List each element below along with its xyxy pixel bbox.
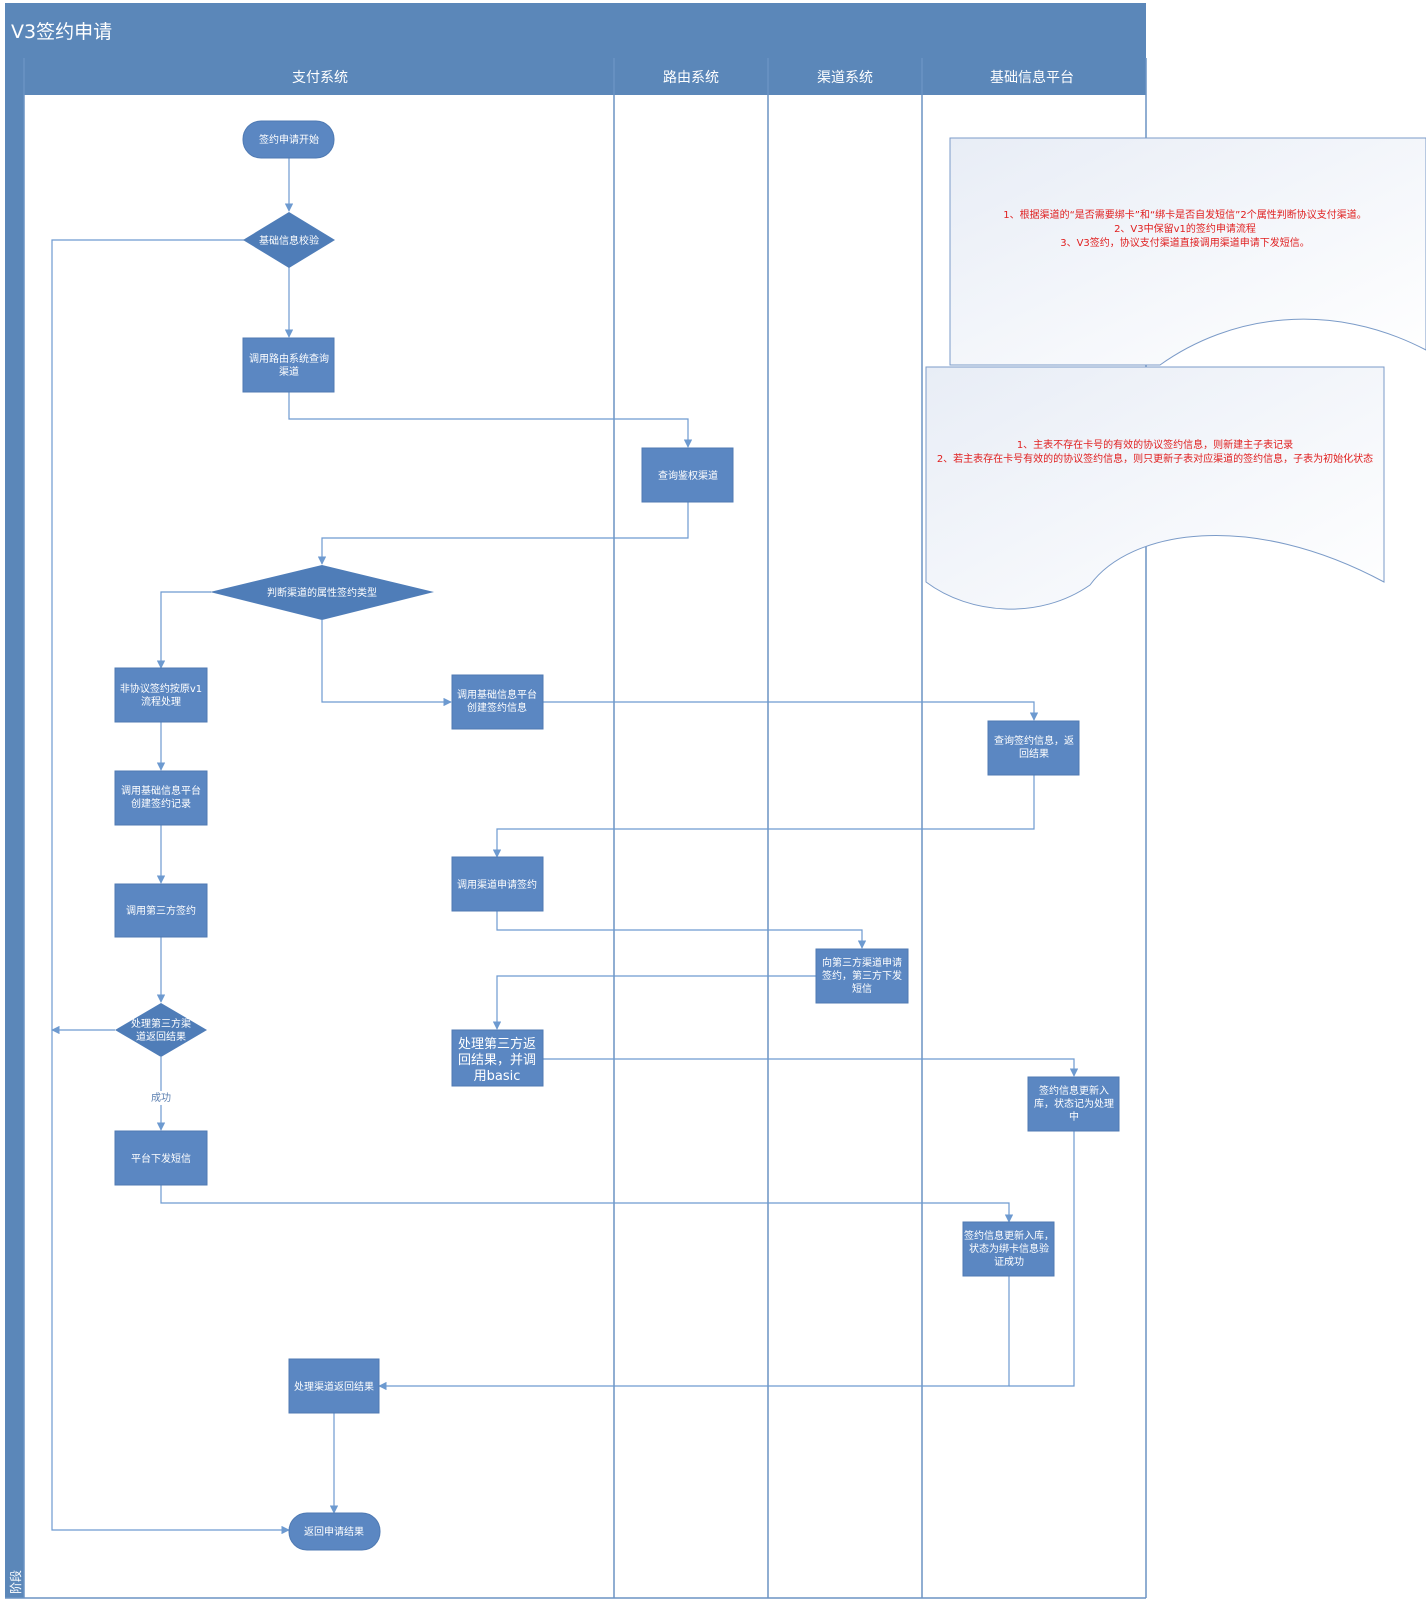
- create-sign-record-label-1: 调用基础信息平台: [121, 784, 201, 797]
- start-terminator[interactable]: [242, 120, 335, 159]
- connector: [51, 239, 290, 1535]
- apply-third-channel-label-3: 短信: [852, 982, 872, 995]
- update-verified-process[interactable]: [962, 1221, 1055, 1277]
- pool-header: V3签约申请: [5, 3, 1146, 58]
- note-1-line-2: 2、V3中保留v1的签约申请流程: [1114, 222, 1256, 235]
- apply-third-channel-label-2: 签约，第三方下发: [822, 969, 902, 982]
- handle-third-result-basic-label-3: 用basic: [474, 1069, 521, 1084]
- check-basic-label: 基础信息校验: [259, 234, 319, 247]
- note-shape: [949, 137, 1426, 366]
- update-verified-label-3: 证成功: [994, 1256, 1024, 1268]
- connector: [1009, 1131, 1075, 1387]
- pool-header-bg: [5, 3, 1146, 58]
- connector: [156, 591, 211, 669]
- return-result-terminator[interactable]: [288, 1512, 381, 1551]
- update-processing-process[interactable]: [1027, 1076, 1120, 1132]
- connector: [288, 392, 693, 448]
- note-shape: [925, 366, 1385, 610]
- create-sign-record-label-2: 创建签约记录: [131, 797, 191, 810]
- phase-label: 阶段: [8, 1570, 23, 1594]
- update-processing-label-3: 中: [1069, 1110, 1079, 1123]
- handle-channel-result-label: 处理渠道返回结果: [294, 1380, 374, 1393]
- nodes: 签约申请开始 基础信息校验 调用路由系统查询 渠道 查询鉴权渠道 判断渠道的属性…: [114, 120, 1120, 1551]
- query-auth-process[interactable]: [641, 447, 734, 503]
- judge-type-label: 判断渠道的属性签约类型: [267, 586, 377, 599]
- note-1-line-3: 3、V3签约，协议支付渠道直接调用渠道申请下发短信。: [1060, 236, 1310, 249]
- success-edge-label: 成功: [151, 1092, 171, 1104]
- connector: [492, 975, 816, 1030]
- update-processing-label-1: 签约信息更新入: [1039, 1084, 1109, 1097]
- lane-basic-platform-header: 基础信息平台: [990, 69, 1074, 86]
- call-route-process[interactable]: [242, 337, 335, 393]
- check-basic-decision[interactable]: [243, 212, 335, 268]
- note-2-line-2: 2、若主表存在卡号有效的的协议签约信息，则只更新子表对应渠道的签约信息，子表为初…: [937, 452, 1373, 465]
- non-protocol-label-1: 非协议签约按原v1: [120, 682, 202, 695]
- lane-routing-header: 路由系统: [663, 70, 719, 86]
- connector: [492, 775, 1035, 858]
- connectors: [51, 158, 1079, 1535]
- handle-third-result-basic-label-1: 处理第三方返: [458, 1036, 536, 1052]
- call-route-label-2: 渠道: [279, 365, 299, 378]
- create-sign-record-process[interactable]: [114, 770, 208, 826]
- note-1-line-1: 1、根据渠道的“是否需要绑卡”和“绑卡是否自发短信”2个属性判断协议支付渠道。: [1003, 208, 1366, 221]
- start-label: 签约申请开始: [259, 133, 319, 146]
- query-sign-info-process[interactable]: [987, 720, 1080, 776]
- connector: [321, 620, 452, 707]
- handle-third-result-decision[interactable]: [115, 1003, 207, 1057]
- create-sign-info-label-1: 调用基础信息平台: [457, 688, 537, 701]
- call-third-sign-process[interactable]: [114, 883, 208, 938]
- non-protocol-label-2: 流程处理: [141, 695, 181, 708]
- update-processing-label-2: 库，状态记为处理: [1034, 1097, 1114, 1110]
- connector: [543, 1058, 1079, 1077]
- query-sign-info-label-1: 查询签约信息，返: [994, 734, 1074, 747]
- lane-payment-header: 支付系统: [292, 70, 348, 86]
- call-route-label-1: 调用路由系统查询: [249, 352, 329, 365]
- send-sms-process[interactable]: [114, 1130, 208, 1186]
- update-verified-label-2: 状态为绑卡信息验: [969, 1242, 1049, 1255]
- call-channel-sign-label: 调用渠道申请签约: [457, 878, 537, 891]
- apply-third-channel-process[interactable]: [815, 948, 909, 1004]
- connector: [160, 1185, 1014, 1223]
- handle-channel-result-process[interactable]: [288, 1358, 380, 1414]
- connector: [378, 1276, 1010, 1391]
- send-sms-label: 平台下发短信: [131, 1152, 191, 1165]
- create-sign-info-label-2: 创建签约信息: [467, 701, 527, 714]
- lane-header-bar: [24, 58, 1146, 95]
- handle-third-result-diamond-label-1: 处理第三方渠: [131, 1017, 191, 1030]
- query-auth-label: 查询鉴权渠道: [658, 469, 718, 482]
- return-result-label: 返回申请结果: [304, 1525, 364, 1538]
- phase-strip: 阶段: [5, 58, 24, 1598]
- lane-headers: 支付系统 路由系统 渠道系统 基础信息平台: [24, 58, 1146, 95]
- connector: [317, 502, 689, 565]
- lane-channel-header: 渠道系统: [817, 70, 873, 86]
- create-sign-info-process[interactable]: [451, 674, 544, 730]
- handle-third-result-basic-process[interactable]: [451, 1029, 544, 1087]
- query-sign-info-label-2: 回结果: [1019, 747, 1049, 760]
- apply-third-channel-label-1: 向第三方渠道申请: [822, 956, 902, 969]
- handle-third-result-diamond-label-2: 道返回结果: [136, 1030, 186, 1043]
- note-2-line-1: 1、主表不存在卡号的有效的协议签约信息，则新建主子表记录: [1017, 438, 1293, 451]
- handle-third-result-basic-label-2: 回结果，并调: [458, 1053, 536, 1068]
- call-channel-sign-process[interactable]: [451, 856, 544, 912]
- call-third-sign-label: 调用第三方签约: [126, 904, 196, 917]
- connector: [496, 911, 867, 949]
- annotation-note-2: 1、主表不存在卡号的有效的协议签约信息，则新建主子表记录 2、若主表存在卡号有效…: [925, 366, 1385, 610]
- non-protocol-process[interactable]: [114, 667, 208, 723]
- phase-strip-bg: [5, 58, 24, 1598]
- pool-title: V3签约申请: [11, 21, 112, 43]
- annotation-note-1: 1、根据渠道的“是否需要绑卡”和“绑卡是否自发短信”2个属性判断协议支付渠道。 …: [949, 137, 1426, 366]
- connector: [543, 701, 1039, 721]
- judge-type-decision[interactable]: [210, 565, 434, 620]
- update-verified-label-1: 签约信息更新入库，: [964, 1229, 1054, 1242]
